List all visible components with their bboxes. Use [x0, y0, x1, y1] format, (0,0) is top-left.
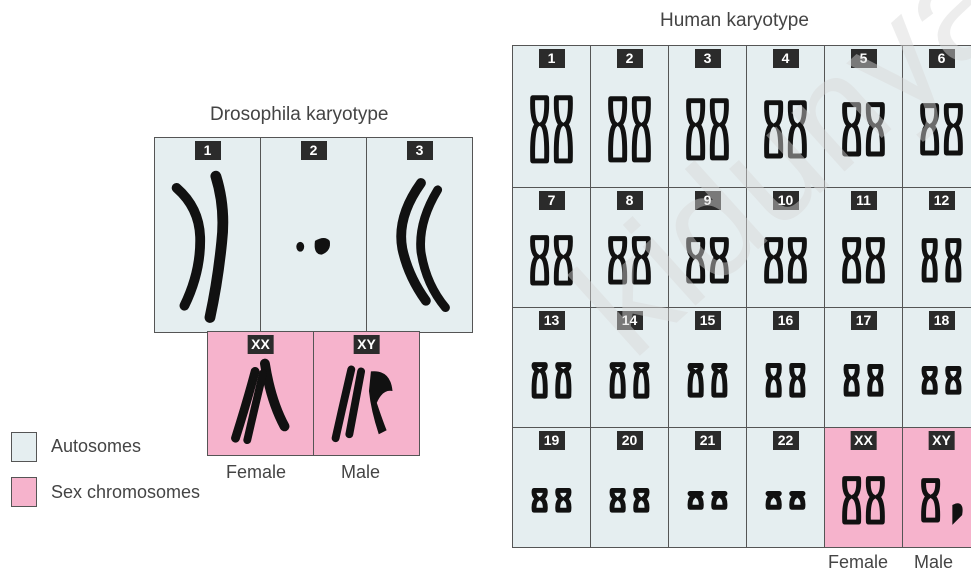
- chromosome-pair-icon: [513, 188, 590, 307]
- chromosome-pair-icon: [825, 308, 902, 427]
- chromosome-pair-icon: [825, 188, 902, 307]
- human-title: Human karyotype: [660, 10, 809, 32]
- chromosome-pair-icon: [513, 428, 590, 547]
- human-cell-16: 16: [746, 307, 825, 428]
- chromosome-pair-icon: [747, 46, 824, 187]
- chromosome-pair-icon: [591, 428, 668, 547]
- human-cell-18: 18: [902, 307, 971, 428]
- drosophila-male-label: Male: [341, 462, 380, 483]
- chromosome-pair-icon: [903, 46, 971, 187]
- human-cell-13: 13: [512, 307, 591, 428]
- chromosome-pair-icon: [591, 46, 668, 187]
- chromosome-pair-icon: [669, 188, 746, 307]
- human-cell-9: 9: [668, 187, 747, 308]
- human-cell-14: 14: [590, 307, 669, 428]
- human-cell-17: 17: [824, 307, 903, 428]
- human-cell-7: 7: [512, 187, 591, 308]
- human-cell-22: 22: [746, 427, 825, 548]
- chromosome-pair-icon: [825, 46, 902, 187]
- drosophila-title: Drosophila karyotype: [210, 104, 388, 126]
- legend-autosomes-swatch: [11, 432, 37, 462]
- chromosome-pair-icon: [591, 308, 668, 427]
- chromosome-pair-icon: [747, 308, 824, 427]
- human-cell-15: 15: [668, 307, 747, 428]
- human-cell-4: 4: [746, 45, 825, 188]
- chromosome-pair-icon: [903, 308, 971, 427]
- human-cell-3: 3: [668, 45, 747, 188]
- legend-sex-swatch: [11, 477, 37, 507]
- chromosome-pair-icon: [208, 332, 313, 455]
- chromosome-pair-icon: [314, 332, 419, 455]
- chromosome-pair-icon: [747, 428, 824, 547]
- human-male-label: Male: [914, 552, 953, 573]
- human-cell-1: 1: [512, 45, 591, 188]
- human-cell-8: 8: [590, 187, 669, 308]
- chromosome-pair-icon: [155, 138, 260, 332]
- chromosome-pair-icon: [367, 138, 472, 332]
- chromosome-pair-icon: [669, 46, 746, 187]
- chromosome-pair-icon: [513, 308, 590, 427]
- chromosome-pair-icon: [669, 308, 746, 427]
- chromosome-pair-icon: [825, 428, 902, 547]
- drosophila-cell-xx: XX: [207, 331, 314, 456]
- legend-sex-label: Sex chromosomes: [51, 482, 200, 503]
- human-cell-10: 10: [746, 187, 825, 308]
- human-cell-2: 2: [590, 45, 669, 188]
- human-cell-11: 11: [824, 187, 903, 308]
- drosophila-female-label: Female: [226, 462, 286, 483]
- human-female-label: Female: [828, 552, 888, 573]
- human-cell-12: 12: [902, 187, 971, 308]
- drosophila-cell-2: 2: [260, 137, 367, 333]
- drosophila-cell-1: 1: [154, 137, 261, 333]
- chromosome-pair-icon: [513, 46, 590, 187]
- human-cell-5: 5: [824, 45, 903, 188]
- human-cell-19: 19: [512, 427, 591, 548]
- chromosome-pair-icon: [669, 428, 746, 547]
- human-cell-xy: XY: [902, 427, 971, 548]
- chromosome-pair-icon: [903, 428, 971, 547]
- chromosome-pair-icon: [261, 138, 366, 332]
- human-cell-21: 21: [668, 427, 747, 548]
- legend-autosomes-label: Autosomes: [51, 436, 141, 457]
- human-cell-20: 20: [590, 427, 669, 548]
- human-cell-6: 6: [902, 45, 971, 188]
- chromosome-pair-icon: [591, 188, 668, 307]
- chromosome-pair-icon: [903, 188, 971, 307]
- drosophila-cell-xy: XY: [313, 331, 420, 456]
- human-cell-xx: XX: [824, 427, 903, 548]
- chromosome-pair-icon: [747, 188, 824, 307]
- drosophila-cell-3: 3: [366, 137, 473, 333]
